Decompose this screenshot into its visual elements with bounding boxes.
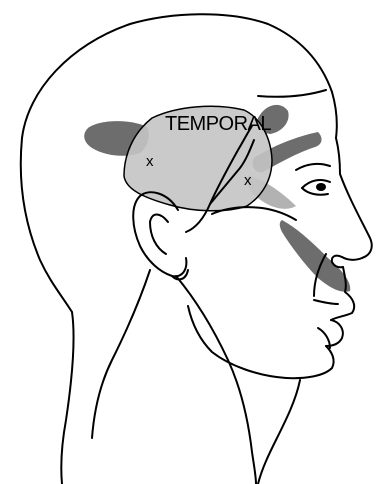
zygomatic-line <box>212 207 296 220</box>
forehead-outline <box>332 92 337 138</box>
nostril-outline <box>332 256 343 268</box>
ear-inner-fold <box>150 215 168 255</box>
front-neck-outline <box>258 380 300 484</box>
jaw-outline <box>188 306 286 378</box>
trigger-point-marker-anterior: x <box>244 172 252 189</box>
trigger-point-marker-posterior: x <box>146 153 154 170</box>
head-outline <box>21 14 372 484</box>
muscle-label: TEMPORAL <box>165 113 271 135</box>
nose-outline <box>340 174 372 260</box>
chin-outline <box>286 346 334 378</box>
back-neck-outline <box>61 312 73 484</box>
back-of-head-outline <box>21 138 72 312</box>
eye-pupil <box>316 183 326 191</box>
eyebrow <box>296 164 330 170</box>
mouth-line <box>314 300 338 304</box>
brow-ridge-outline <box>336 138 340 174</box>
temple-hairline <box>258 90 326 97</box>
neck-back-line <box>92 270 150 438</box>
